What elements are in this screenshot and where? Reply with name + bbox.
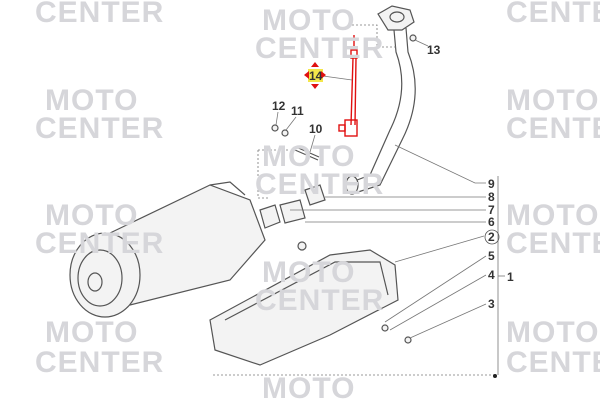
- watermark-text: MOTO: [45, 316, 138, 349]
- callout-3[interactable]: 3: [488, 297, 495, 311]
- watermark-text: CENTER: [506, 346, 600, 379]
- nut-11: [281, 129, 289, 137]
- watermark-text: MOTO: [506, 84, 599, 117]
- callout-labels: 13 14 12 11 10 9 8 7 6 2 5 4 1 3: [272, 43, 514, 311]
- callout-8[interactable]: 8: [488, 190, 495, 204]
- watermark-text: CENTER: [506, 227, 600, 260]
- muffler: [69, 181, 326, 318]
- watermark-text: MOTO: [506, 316, 599, 349]
- callout-12[interactable]: 12: [272, 99, 286, 113]
- washer-4: [381, 324, 389, 332]
- assembly-dot: [493, 374, 497, 378]
- callout-4[interactable]: 4: [488, 268, 495, 282]
- watermark-text: CENTER: [35, 112, 164, 145]
- watermark-text: CENTER: [255, 32, 384, 65]
- dashed-guide: [257, 149, 290, 199]
- watermark-text: MOTO: [45, 84, 138, 117]
- callout-14-highlight[interactable]: 14: [304, 62, 326, 89]
- callout-11[interactable]: 11: [291, 104, 304, 118]
- watermark-text: CENTER: [506, 0, 600, 29]
- callout-9[interactable]: 9: [488, 177, 495, 191]
- exhaust-pipe: [345, 5, 416, 195]
- callout-1[interactable]: 1: [507, 270, 514, 284]
- heat-shield: [209, 249, 399, 366]
- circled-callout-ring: [484, 229, 500, 245]
- watermark-text: MOTO: [262, 372, 355, 400]
- target-arrows-icon: [304, 62, 326, 89]
- watermark-text: MOTO: [506, 199, 599, 232]
- washer-12: [271, 124, 279, 132]
- callout-2[interactable]: 2: [488, 230, 495, 244]
- callout-10[interactable]: 10: [309, 122, 323, 136]
- watermark-text: MOTO: [262, 4, 355, 37]
- dashed-guide: [348, 24, 397, 48]
- lambda-sensor-highlighted: [338, 35, 358, 137]
- watermark-text: CENTER: [506, 112, 600, 145]
- callout-5[interactable]: 5: [488, 249, 495, 263]
- nut-6: [297, 241, 307, 251]
- nut-13: [409, 34, 417, 42]
- callout-13[interactable]: 13: [427, 43, 441, 57]
- heat-shield-edge: [224, 261, 389, 321]
- callout-7[interactable]: 7: [488, 203, 495, 217]
- screw-3: [404, 336, 412, 344]
- callout-14[interactable]: 14: [309, 69, 323, 83]
- leader-lines: [275, 39, 505, 375]
- bolt-10: [294, 146, 320, 161]
- watermark-text: CENTER: [35, 0, 164, 29]
- watermark-text: CENTER: [35, 346, 164, 379]
- callout-6[interactable]: 6: [488, 215, 495, 229]
